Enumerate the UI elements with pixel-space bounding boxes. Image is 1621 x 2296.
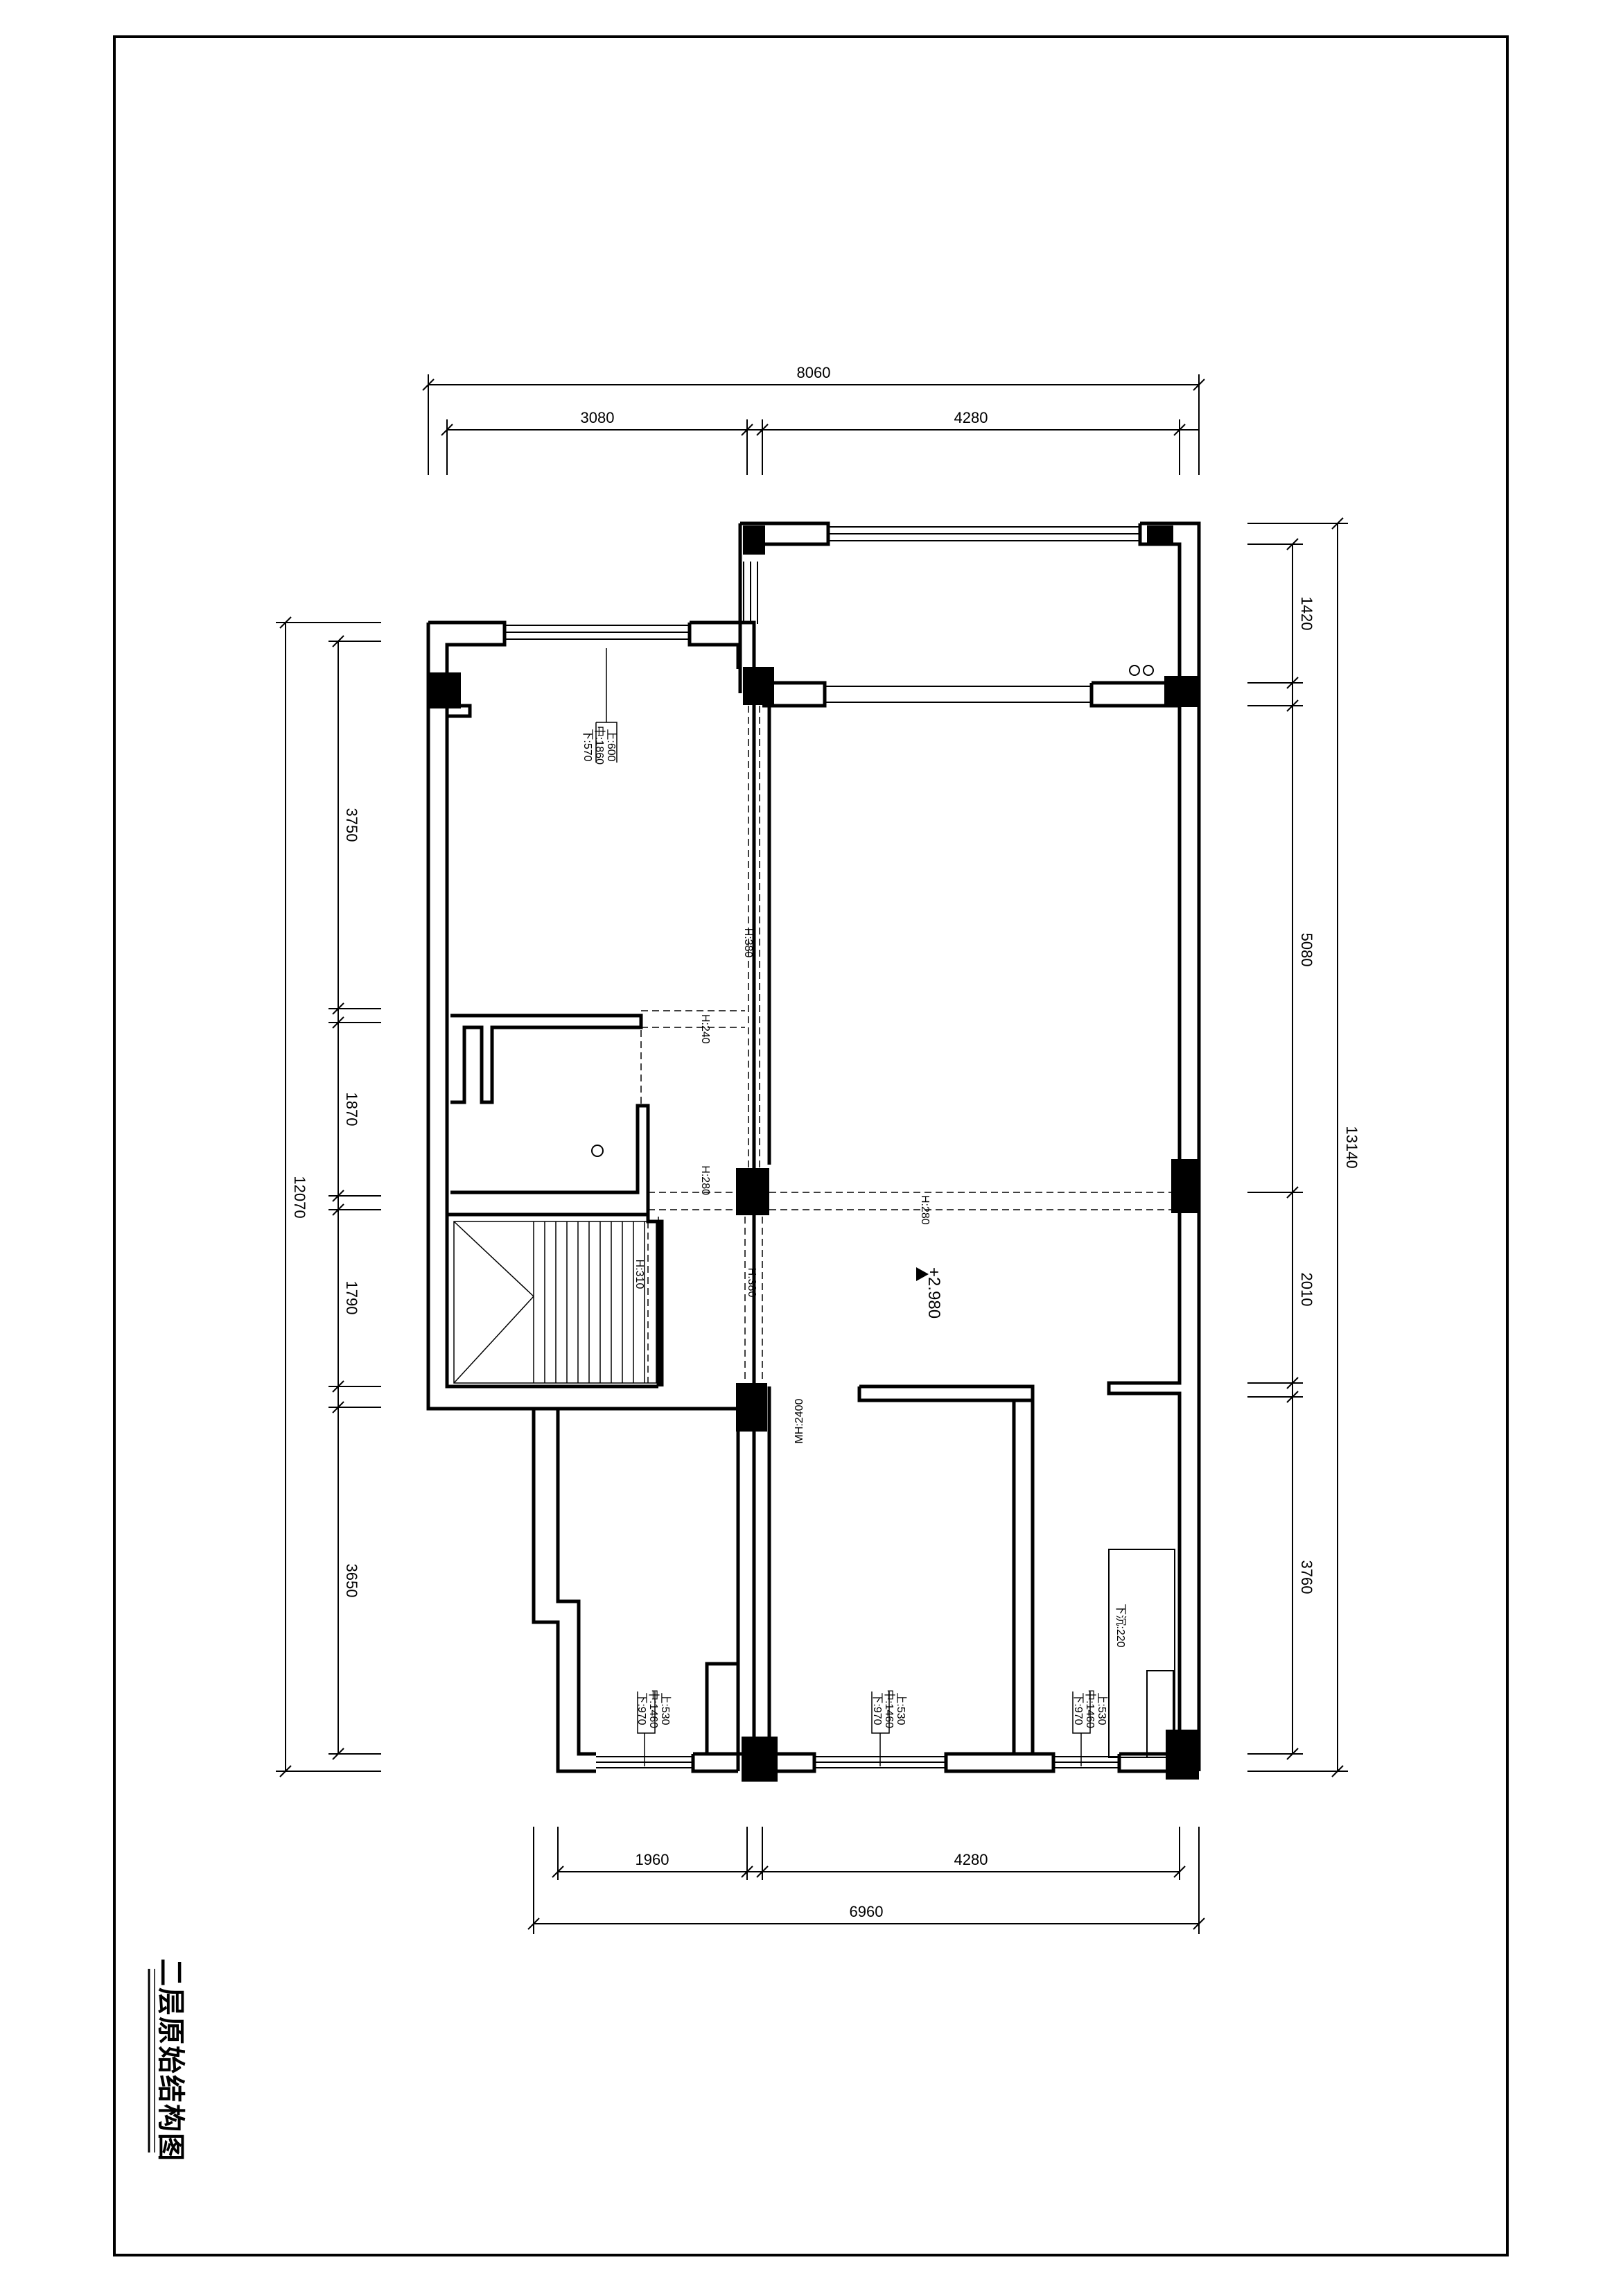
- window-note-b2-3: 下:970: [871, 1692, 883, 1725]
- title-block: 二层原始结构图: [148, 1958, 186, 2162]
- dim-right-2: 5080: [1298, 933, 1315, 967]
- column-center-top: [743, 667, 774, 705]
- window-note-b3-1: 上:530: [1096, 1692, 1108, 1725]
- dim-left-4: 3650: [343, 1564, 360, 1598]
- beam-h240: H:240: [699, 1014, 711, 1044]
- pipe-icon-2: [1143, 665, 1154, 676]
- dim-right-1: 1420: [1298, 597, 1315, 631]
- dim-bottom-left: 1960: [636, 1851, 669, 1868]
- elevation-marker-icon: [916, 1267, 929, 1281]
- dim-top-left: 3080: [581, 409, 615, 426]
- dim-bottom-total: 6960: [850, 1903, 884, 1920]
- dim-left-1: 3750: [343, 808, 360, 842]
- window-note-b1-2: 中:1460: [647, 1689, 660, 1728]
- structural-columns: [430, 525, 1199, 1782]
- sheet-border: [113, 35, 1509, 2256]
- window-note-b1-1: 上:530: [659, 1692, 672, 1725]
- window-note-b2-2: 中:1460: [883, 1689, 895, 1728]
- column-right-top: [1164, 676, 1198, 707]
- beam-h380-b: H:380: [746, 1268, 757, 1298]
- window-note-b3-2: 中:1460: [1084, 1689, 1096, 1728]
- floor-elevation: +2.980: [925, 1267, 943, 1319]
- window-note-b2-1: 上:530: [895, 1692, 907, 1725]
- dim-bottom-right: 4280: [954, 1851, 988, 1868]
- beam-h280-a: H:280: [699, 1165, 711, 1195]
- window-note-b1-3: 下:970: [636, 1692, 647, 1725]
- dimension-lines: [276, 374, 1348, 1934]
- floor-drain-icon: [591, 1145, 604, 1157]
- shaft-box: [1146, 1670, 1174, 1758]
- column-bottom-center: [742, 1737, 778, 1782]
- windows: [505, 526, 1140, 1768]
- dim-top-right: 4280: [954, 409, 988, 426]
- beam-lines: [640, 706, 1171, 1383]
- staircase: [453, 1221, 657, 1384]
- dim-top-total: 8060: [797, 364, 831, 381]
- column-ne-top-right: [1147, 525, 1173, 545]
- door-height-note: MH:2400: [794, 1398, 805, 1443]
- pipe-note: 下沉:220: [1114, 1603, 1127, 1647]
- column-right-mid: [1171, 1159, 1199, 1213]
- pipe-icon-1: [1129, 665, 1140, 676]
- beam-h310: H:310: [633, 1260, 645, 1289]
- window-note-b3-3: 下:970: [1072, 1692, 1084, 1725]
- dim-right-total: 13140: [1343, 1126, 1360, 1168]
- dim-left-3: 1790: [343, 1281, 360, 1315]
- column-center-low: [736, 1383, 767, 1432]
- drawing-title: 二层原始结构图: [155, 1958, 186, 2162]
- fixtures: [591, 665, 1175, 1758]
- column-bottom-right: [1166, 1730, 1199, 1780]
- column-left-top: [430, 672, 461, 708]
- beam-h380-a: H:380: [742, 928, 754, 958]
- beam-h280-b: H:280: [919, 1195, 931, 1225]
- column-center-mid: [736, 1168, 769, 1215]
- window-note-top-left-2: 中:1860: [593, 726, 606, 765]
- window-note-top-left-1: 上:600: [605, 729, 617, 761]
- dim-right-3: 2010: [1298, 1273, 1315, 1307]
- dim-left-2: 1870: [343, 1093, 360, 1127]
- column-ne-top-left: [743, 525, 765, 555]
- bathroom-sink-area: [1108, 1549, 1175, 1758]
- annotations: H:380 H:240 H:280 H:280 H:310 H:380 MH:2…: [581, 648, 1127, 1766]
- dim-left-total: 12070: [291, 1176, 308, 1218]
- dim-right-4: 3760: [1298, 1560, 1315, 1594]
- dimension-labels: 8060 3080 4280 1960 4280 6960 12070 3750…: [291, 364, 1360, 1920]
- walls: [426, 521, 1201, 1773]
- window-note-top-left-3: 下:570: [581, 729, 593, 761]
